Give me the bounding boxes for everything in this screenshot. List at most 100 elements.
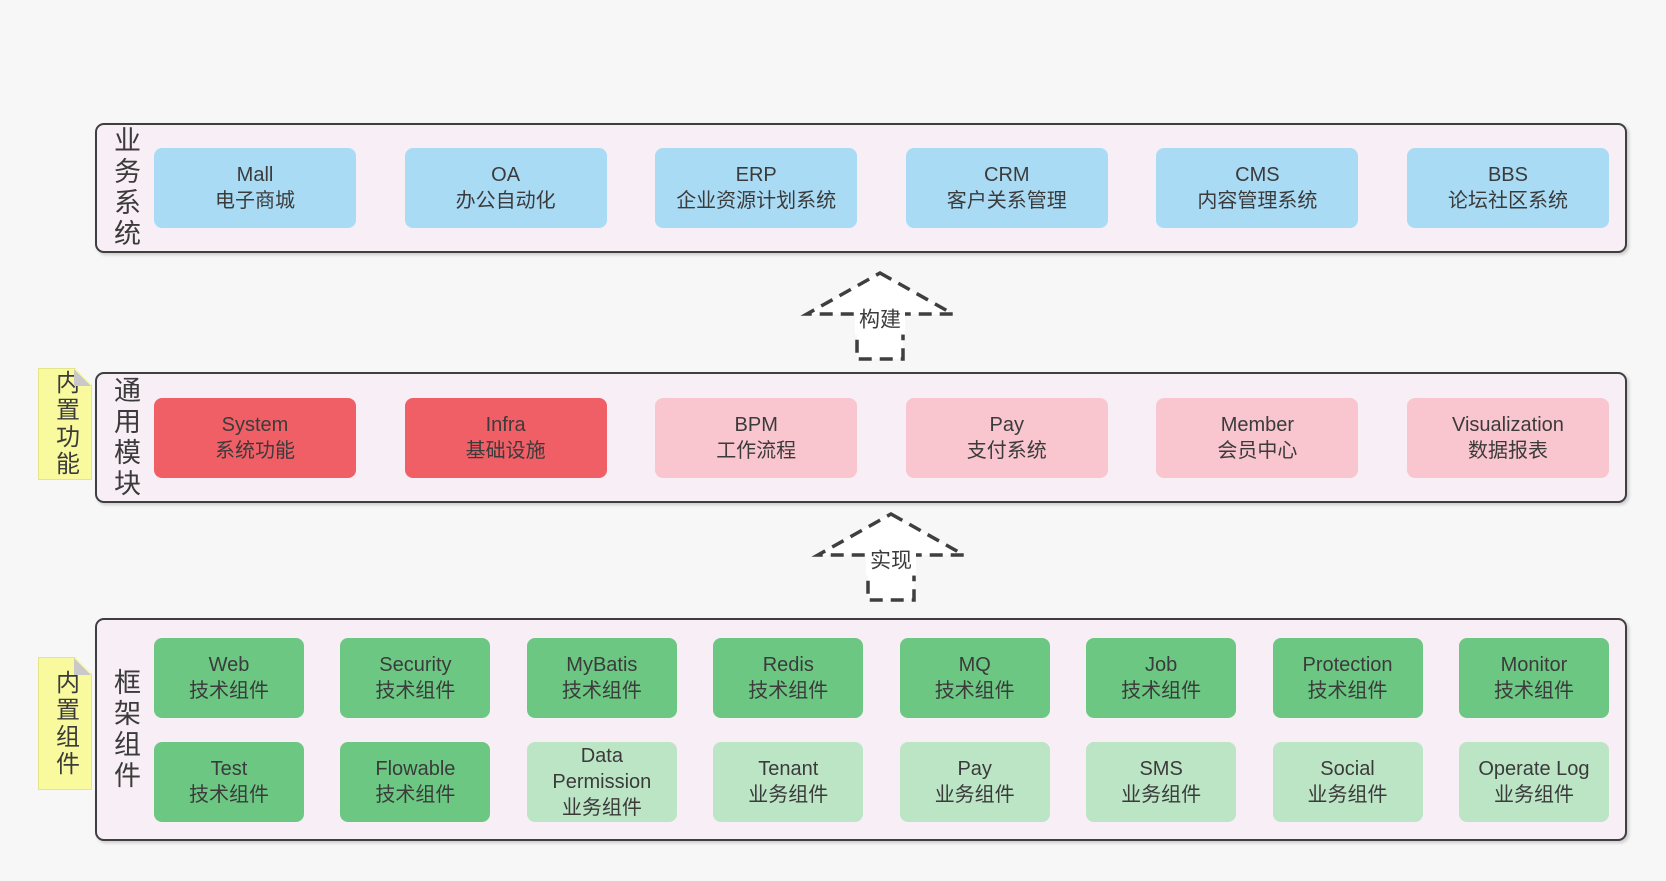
component-flowable: Flowable 技术组件 <box>340 741 491 822</box>
component-name: Pay <box>989 413 1025 436</box>
component-name: OA <box>491 164 521 186</box>
component-name: ERP <box>735 164 777 186</box>
component-name: Monitor <box>1500 653 1568 676</box>
component-name: Operate Log <box>1478 757 1590 780</box>
component-subtitle: 技术组件 <box>189 679 269 702</box>
component-name: MQ <box>958 653 991 676</box>
component-subtitle: 系统功能 <box>215 439 295 462</box>
component-name: Test <box>210 757 248 780</box>
component-pay: Pay 业务组件 <box>899 741 1050 822</box>
component-job: Job 技术组件 <box>1086 637 1237 718</box>
component-tenant: Tenant 业务组件 <box>713 741 864 822</box>
sticky-note-framework-components: 内置组件 <box>38 657 92 790</box>
component-subtitle: 技术组件 <box>1121 679 1202 702</box>
component-subtitle: 业务组件 <box>561 796 642 819</box>
component-subtitle: 业务组件 <box>934 783 1015 806</box>
band-label-common-modules: 通用模块 <box>110 375 140 500</box>
component-mybatis: MyBatis 技术组件 <box>526 637 677 718</box>
component-subtitle: 论坛社区系统 <box>1447 190 1568 212</box>
component-subtitle: 技术组件 <box>375 679 456 702</box>
component-name: Security <box>379 653 452 676</box>
arrow-label-implement: 实现 <box>866 543 916 576</box>
component-subtitle: 企业资源计划系统 <box>676 190 837 212</box>
component-name: Web <box>208 653 250 676</box>
band-label-business-systems: 业务系统 <box>110 126 140 250</box>
component-name: Mall <box>236 164 274 186</box>
component-oa: OA 办公自动化 <box>404 148 607 228</box>
component-erp: ERP 企业资源计划系统 <box>655 148 858 228</box>
component-subtitle: 业务组件 <box>1121 783 1202 806</box>
component-name: Protection <box>1302 653 1393 676</box>
component-name: Data Permission <box>552 744 652 793</box>
component-subtitle: 工作流程 <box>716 439 797 462</box>
sticky-note-label: 内置组件 <box>51 669 79 778</box>
component-system: System 系统功能 <box>154 397 356 478</box>
component-sms: SMS 业务组件 <box>1086 741 1237 822</box>
component-row: Mall 电子商城 OA 办公自动化 ERP 企业资源计划系统 CRM 客户关系管理 CMS 内容… <box>154 148 1609 228</box>
component-name: Visualization <box>1452 413 1564 436</box>
component-name: CMS <box>1235 164 1280 186</box>
component-name: SMS <box>1139 757 1183 780</box>
component-name: Pay <box>957 757 992 780</box>
component-subtitle: 技术组件 <box>189 783 269 806</box>
component-name: BBS <box>1487 164 1528 186</box>
arrow-build: 构建 <box>800 270 960 362</box>
component-member: Member 会员中心 <box>1156 397 1359 478</box>
component-name: Member <box>1220 413 1295 436</box>
sticky-note-label: 内置功能 <box>51 370 79 478</box>
component-security: Security 技术组件 <box>340 637 491 718</box>
component-subtitle: 电子商城 <box>215 190 295 212</box>
component-subtitle: 会员中心 <box>1217 439 1298 462</box>
component-subtitle: 办公自动化 <box>455 190 556 212</box>
component-subtitle: 技术组件 <box>561 679 642 702</box>
component-name: Infra <box>485 413 526 436</box>
band-rows: Mall 电子商城 OA 办公自动化 ERP 企业资源计划系统 CRM 客户关系管理 CMS 内容… <box>154 125 1609 251</box>
component-subtitle: 技术组件 <box>934 679 1015 702</box>
arrow-label-build: 构建 <box>855 302 905 335</box>
component-name: CRM <box>984 164 1030 186</box>
component-redis: Redis 技术组件 <box>713 637 864 718</box>
component-name: Flowable <box>375 757 456 780</box>
component-data-permission: Data Permission 业务组件 <box>526 741 677 822</box>
component-name: Social <box>1320 757 1375 780</box>
component-cms: CMS 内容管理系统 <box>1156 148 1359 228</box>
sticky-folded-corner-icon <box>74 658 91 675</box>
sticky-note-common-modules: 内置功能 <box>38 368 92 480</box>
component-subtitle: 技术组件 <box>748 679 829 702</box>
component-subtitle: 技术组件 <box>1307 679 1388 702</box>
component-web: Web 技术组件 <box>154 637 304 718</box>
component-subtitle: 内容管理系统 <box>1197 190 1318 212</box>
component-infra: Infra 基础设施 <box>404 397 607 478</box>
component-monitor: Monitor 技术组件 <box>1458 637 1609 718</box>
component-crm: CRM 客户关系管理 <box>905 148 1108 228</box>
component-subtitle: 技术组件 <box>375 783 456 806</box>
component-subtitle: 业务组件 <box>748 783 829 806</box>
component-subtitle: 数据报表 <box>1467 439 1548 462</box>
component-name: Job <box>1144 653 1178 676</box>
component-subtitle: 业务组件 <box>1307 783 1388 806</box>
component-subtitle: 客户关系管理 <box>946 190 1067 212</box>
component-subtitle: 支付系统 <box>966 439 1047 462</box>
arrow-implement: 实现 <box>811 511 971 603</box>
component-mq: MQ 技术组件 <box>899 637 1050 718</box>
component-social: Social 业务组件 <box>1272 741 1423 822</box>
component-name: MyBatis <box>566 653 638 676</box>
component-name: System <box>221 413 289 436</box>
component-subtitle: 技术组件 <box>1493 679 1574 702</box>
component-protection: Protection 技术组件 <box>1272 637 1423 718</box>
component-name: Redis <box>762 653 814 676</box>
component-subtitle: 基础设施 <box>465 439 546 462</box>
component-visualization: Visualization 数据报表 <box>1406 397 1609 478</box>
component-name: Tenant <box>758 757 819 780</box>
